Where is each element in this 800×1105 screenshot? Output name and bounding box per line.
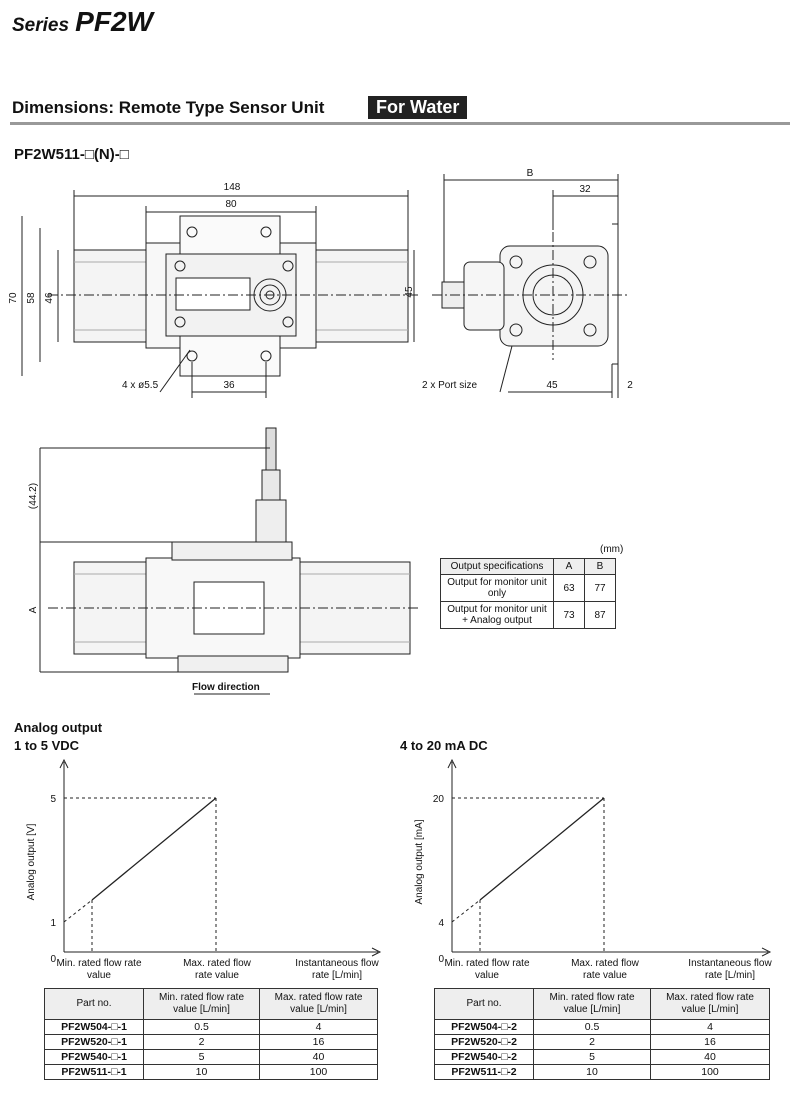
part-table-voltage: Part no. Min. rated flow rate value [L/m… [44, 988, 378, 1080]
max-cell: 16 [259, 1034, 378, 1050]
max-cell: 4 [259, 1019, 378, 1035]
max-cell: 100 [259, 1064, 378, 1080]
analog-left-title: 1 to 5 VDC [14, 738, 80, 753]
max-cell: 4 [650, 1019, 770, 1035]
left-ylabel: Analog output [V] [26, 823, 37, 900]
series-title: Series PF2W [12, 6, 153, 38]
model-number: PF2W511-□(N)-□ [14, 146, 129, 163]
flow-direction-label: Flow direction [192, 682, 260, 693]
dim-148-label: 148 [224, 182, 241, 193]
analog-output-title: Analog output [14, 720, 103, 735]
series-name: PF2W [75, 6, 153, 37]
series-prefix: Series [12, 15, 70, 36]
spec-header-b: B [584, 558, 616, 575]
right-ylabel: Analog output [mA] [414, 819, 425, 904]
part-cell: PF2W504-□-2 [434, 1019, 534, 1035]
voltage-line [91, 797, 217, 901]
section-title: Dimensions: Remote Type Sensor Unit [12, 98, 325, 117]
dim-B-label: B [527, 168, 534, 179]
left-x-axis-label: Instantaneous flow rate [L/min] [295, 958, 379, 981]
dim-44-label: (44.2) [28, 483, 39, 509]
spec-row-a: 73 [553, 601, 585, 629]
spec-row-b: 87 [584, 601, 616, 629]
analog-right-title: 4 to 20 mA DC [400, 738, 488, 753]
min-cell: 5 [532, 1049, 652, 1065]
spec-header-a: A [553, 558, 585, 575]
part-header-max: Max. rated flow rate value [L/min] [650, 988, 770, 1020]
spec-header-output: Output specifications [440, 558, 554, 575]
part-cell: PF2W511-□-1 [44, 1064, 144, 1080]
min-cell: 0.5 [142, 1019, 261, 1035]
part-header-min: Min. rated flow rate value [L/min] [532, 988, 652, 1020]
max-cell: 40 [650, 1049, 770, 1065]
dimension-drawings: 148 80 70 58 46 45 36 4 x ø5.5 B 32 45 2… [8, 168, 633, 695]
part-header-max: Max. rated flow rate value [L/min] [259, 988, 378, 1020]
min-cell: 10 [142, 1064, 261, 1080]
right-zero: 0 [438, 954, 444, 965]
part-cell: PF2W520-□-1 [44, 1034, 144, 1050]
part-header-part: Part no. [44, 988, 144, 1020]
dim-80-label: 80 [225, 199, 237, 210]
right-x-max-label: Max. rated flow rate value [571, 958, 639, 981]
dim-45-side-label: 45 [546, 380, 558, 391]
part-cell: PF2W511-□-2 [434, 1064, 534, 1080]
current-line [479, 797, 605, 901]
unit-label: (mm) [600, 544, 624, 555]
part-header-part: Part no. [434, 988, 534, 1020]
right-x-axis-label: Instantaneous flow rate [L/min] [688, 958, 772, 981]
part-header-min: Min. rated flow rate value [L/min] [142, 988, 261, 1020]
part-cell: PF2W504-□-1 [44, 1019, 144, 1035]
min-cell: 10 [532, 1064, 652, 1080]
voltage-graph [59, 758, 382, 957]
max-cell: 100 [650, 1064, 770, 1080]
min-cell: 2 [142, 1034, 261, 1050]
analog-graphs: 5 1 0 Analog output [V] 20 4 0 Analog ou… [26, 758, 772, 965]
dim-36-label: 36 [223, 380, 235, 391]
max-cell: 16 [650, 1034, 770, 1050]
dim-45-front-label: 45 [404, 286, 415, 298]
left-ymax: 5 [50, 794, 56, 805]
dim-58-label: 58 [26, 292, 37, 304]
min-cell: 5 [142, 1049, 261, 1065]
left-ymin: 1 [50, 918, 56, 929]
spec-row-label: Output for monitor unit + Analog output [440, 601, 554, 629]
section-rule [10, 122, 790, 125]
front-view-drawing [21, 190, 420, 398]
current-graph [447, 758, 772, 957]
bottom-view-drawing [39, 427, 420, 695]
min-cell: 0.5 [532, 1019, 652, 1035]
right-ymax: 20 [433, 794, 445, 805]
part-table-current: Part no. Min. rated flow rate value [L/m… [434, 988, 770, 1080]
left-zero: 0 [50, 954, 56, 965]
max-cell: 40 [259, 1049, 378, 1065]
part-cell: PF2W540-□-2 [434, 1049, 534, 1065]
right-x-min-label: Min. rated flow rate value [444, 958, 530, 981]
holes-label: 4 x ø5.5 [122, 380, 159, 391]
side-view-drawing [432, 174, 630, 398]
spec-row-a: 63 [553, 574, 585, 602]
dim-2-label: 2 [627, 380, 633, 391]
spec-table: Output specifications A B Output for mon… [440, 558, 616, 629]
right-ymin: 4 [438, 918, 444, 929]
min-cell: 2 [532, 1034, 652, 1050]
port-size-label: 2 x Port size [422, 380, 477, 391]
dim-46-label: 46 [44, 292, 55, 304]
for-water-tag: For Water [368, 96, 468, 119]
spec-row-b: 77 [584, 574, 616, 602]
dim-32-label: 32 [579, 184, 591, 195]
part-cell: PF2W520-□-2 [434, 1034, 534, 1050]
left-x-max-label: Max. rated flow rate value [183, 958, 251, 981]
left-x-min-label: Min. rated flow rate value [56, 958, 142, 981]
part-cell: PF2W540-□-1 [44, 1049, 144, 1065]
spec-row-label: Output for monitor unit only [440, 574, 554, 602]
dim-70-label: 70 [8, 292, 19, 304]
dim-A-label: A [28, 606, 39, 613]
